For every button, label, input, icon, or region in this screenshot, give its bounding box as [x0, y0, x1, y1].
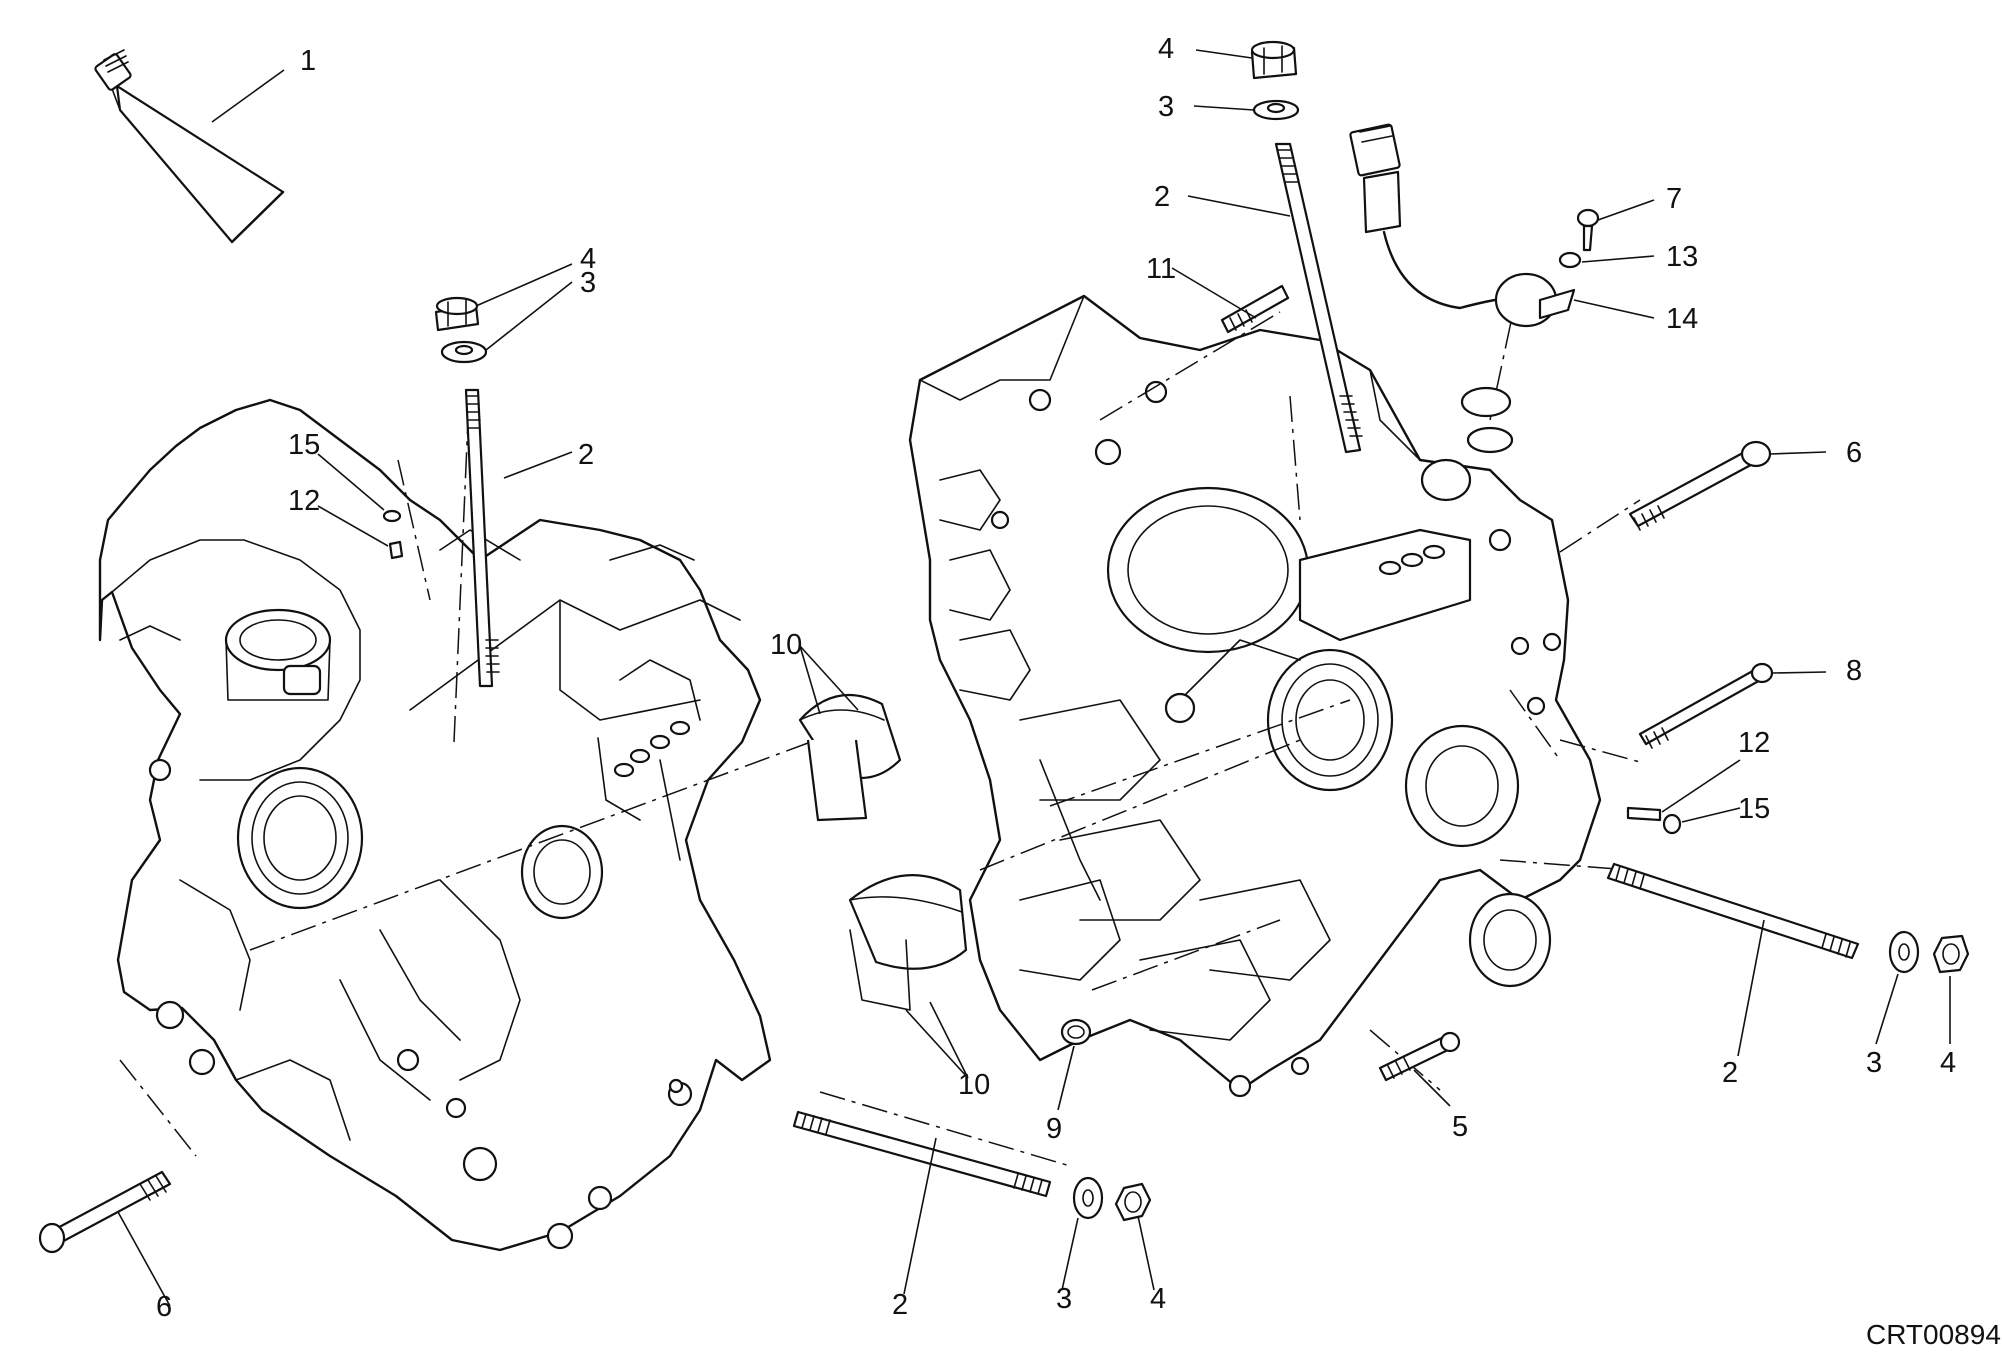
right-crankcase-half	[908, 294, 1602, 1098]
shell-bearings	[798, 693, 968, 1011]
right-dowel-oring	[1626, 806, 1682, 835]
callout-15: 15	[1738, 793, 1770, 825]
sensor-screw-washer	[1558, 208, 1600, 269]
right-bolt-6	[1628, 440, 1772, 531]
callout-2: 2	[578, 439, 594, 471]
left-dowel-oring	[382, 509, 404, 560]
callout-6: 6	[156, 1291, 172, 1323]
callout-12: 12	[288, 485, 320, 517]
right-oring-9	[1060, 1018, 1092, 1046]
callout-4: 4	[1158, 33, 1174, 65]
right-bottom-stud-nut-washer	[1606, 862, 1970, 974]
callout-3: 3	[1158, 91, 1174, 123]
callout-3: 3	[1866, 1047, 1882, 1079]
leader-lines	[117, 49, 1951, 1307]
callout-4: 4	[1940, 1047, 1956, 1079]
callout-labels: 1 4 3 2 15 12 10 10 6 2 3 4 4 3 2 11 7 1…	[156, 33, 1956, 1323]
left-bottom-bolt-6	[38, 1170, 172, 1254]
callout-7: 7	[1666, 183, 1682, 215]
callout-10: 10	[770, 629, 802, 661]
callout-2: 2	[1154, 181, 1170, 213]
callout-11: 11	[1146, 253, 1176, 285]
right-top-stud-nut-washer	[1250, 40, 1363, 454]
callout-8: 8	[1846, 655, 1862, 687]
callout-10: 10	[958, 1069, 990, 1101]
figure-code: CRT00894	[1866, 1319, 2001, 1350]
callout-2: 2	[1722, 1057, 1738, 1089]
callout-15: 15	[288, 429, 320, 461]
callout-12: 12	[1738, 727, 1770, 759]
right-bolt-5	[1378, 1031, 1461, 1082]
callout-1: 1	[300, 45, 316, 77]
callout-4: 4	[580, 243, 596, 275]
callout-3: 3	[580, 267, 596, 299]
callout-14: 14	[1666, 303, 1698, 335]
left-bottom-stud-nut-washer	[792, 1110, 1152, 1222]
callout-3: 3	[1056, 1283, 1072, 1315]
callout-13: 13	[1666, 241, 1698, 273]
callout-6: 6	[1846, 437, 1862, 469]
right-bolt-11	[1220, 284, 1290, 334]
callout-4: 4	[1150, 1283, 1166, 1315]
callout-5: 5	[1452, 1111, 1468, 1143]
left-stud-nut-washer-top	[434, 296, 500, 688]
callout-2: 2	[892, 1289, 908, 1321]
left-crankcase-half	[98, 398, 772, 1252]
callout-9: 9	[1046, 1113, 1062, 1145]
sensor-with-cable	[1349, 123, 1576, 454]
sealant-tube	[94, 49, 285, 244]
